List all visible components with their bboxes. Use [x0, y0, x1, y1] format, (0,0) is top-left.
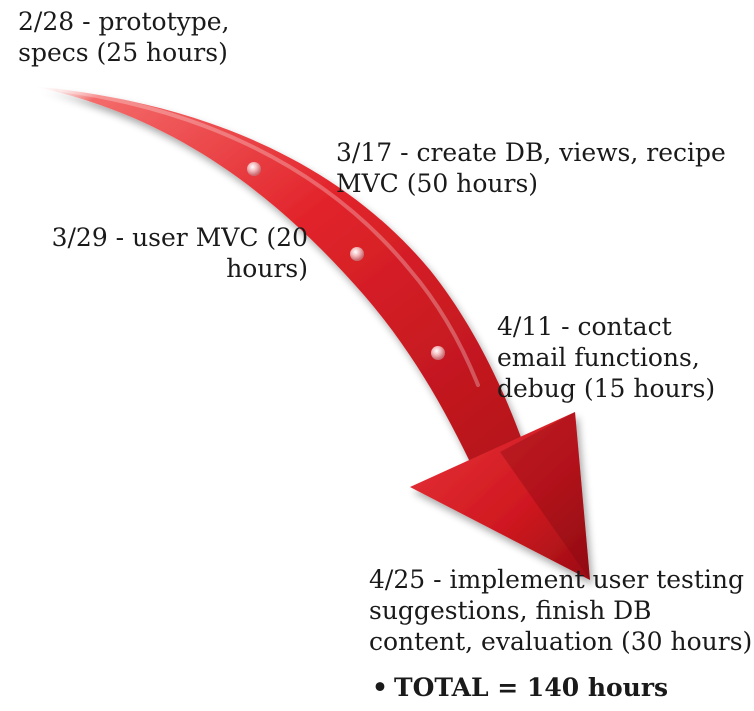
milestone-dot [247, 162, 261, 176]
milestone-label-line: 4/11 - contact [497, 312, 672, 341]
milestone-label-apr11: 4/11 - contact email functions, debug (1… [497, 311, 715, 404]
arrow-body [32, 86, 522, 462]
milestone-label-feb28: 2/28 - prototype, specs (25 hours) [18, 6, 230, 68]
milestone-label-mar17: 3/17 - create DB, views, recipe MVC (50 … [336, 137, 726, 199]
arrow-head-shade [500, 412, 590, 580]
milestone-dot [350, 247, 364, 261]
milestone-label-line: hours) [226, 254, 308, 283]
milestone-label-line: specs (25 hours) [18, 38, 228, 67]
milestone-label-line: 4/25 - implement user testing [369, 565, 745, 594]
milestone-dot [431, 346, 445, 360]
milestone-label-line: MVC (50 hours) [336, 169, 539, 198]
milestone-label-line: 2/28 - prototype, [18, 7, 230, 36]
milestone-label-line: suggestions, finish DB [369, 596, 652, 625]
milestone-label-apr25: 4/25 - implement user testing suggestion… [369, 564, 752, 657]
total-hours-text: TOTAL = 140 hours [393, 673, 669, 702]
milestone-label-line: email functions, [497, 343, 700, 372]
milestone-label-line: debug (15 hours) [497, 374, 716, 403]
arrow-body-highlight [58, 88, 480, 387]
arrow-head [410, 412, 590, 580]
milestone-label-line: 3/17 - create DB, views, recipe [336, 138, 726, 167]
milestone-label-line: 3/29 - user MVC (20 [51, 223, 308, 252]
milestone-label-mar29: 3/29 - user MVC (20 hours) [0, 222, 308, 284]
bullet-icon: • [372, 673, 388, 702]
milestone-label-line: content, evaluation (30 hours) [369, 627, 753, 656]
total-hours: •TOTAL = 140 hours [372, 672, 668, 703]
